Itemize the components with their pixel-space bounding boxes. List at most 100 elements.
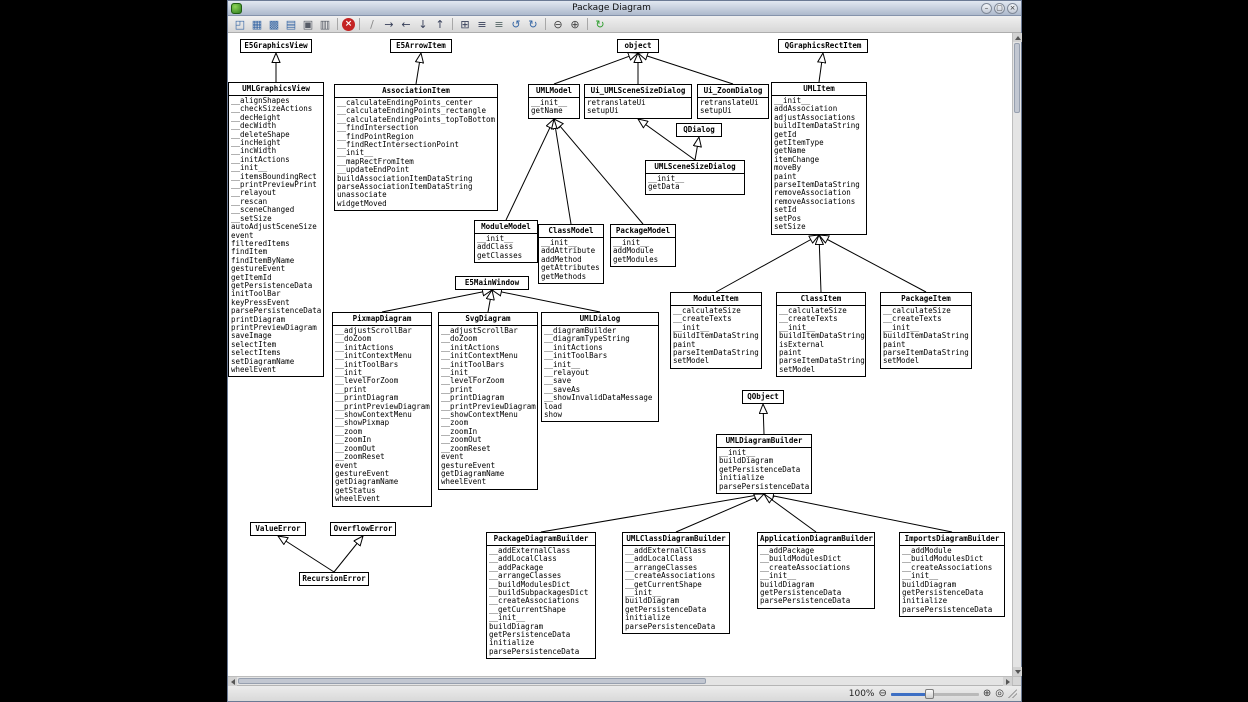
class-box-AssociationItem[interactable]: AssociationItem__calculateEndingPoints_c… <box>334 84 498 212</box>
class-box-RecursionError[interactable]: RecursionError <box>299 572 369 586</box>
class-box-PackageItem[interactable]: PackageItem__calculateSize__createTexts_… <box>880 292 972 369</box>
class-method: buildAssociationItemDataString <box>337 173 473 183</box>
class-name: object <box>624 41 652 50</box>
class-box-SvgDiagram[interactable]: SvgDiagram__adjustScrollBar__doZoom__ini… <box>438 312 538 490</box>
save-image-icon[interactable]: ▤ <box>285 17 297 31</box>
class-methods: __calculateSize__createTexts__init__buil… <box>777 305 865 376</box>
class-method: __zoomOut <box>441 435 482 445</box>
class-box-ApplicationDiagramBuilder[interactable]: ApplicationDiagramBuilder__addPackage__b… <box>757 532 875 609</box>
class-method: __calculateSize <box>673 306 741 315</box>
class-box-E5ArrowItem[interactable]: E5ArrowItem <box>390 39 452 53</box>
close-button[interactable]: × <box>1007 2 1018 14</box>
open-icon[interactable]: ◰ <box>234 17 246 31</box>
class-box-PixmapDiagram[interactable]: PixmapDiagram__adjustScrollBar__doZoom__… <box>332 312 432 507</box>
decrease-height-icon[interactable]: ↑ <box>435 17 445 31</box>
print-icon[interactable]: ▣ <box>302 17 314 31</box>
resize-grip-icon[interactable] <box>1008 689 1017 698</box>
class-method: adjustAssociations <box>774 112 856 122</box>
increase-width-icon[interactable]: → <box>384 17 394 31</box>
vertical-scrollbar-thumb[interactable] <box>1014 43 1020 113</box>
set-size-icon[interactable]: ⊞ <box>460 17 470 31</box>
scroll-down-icon[interactable] <box>1013 667 1022 676</box>
class-method: __adjustScrollBar <box>441 326 518 335</box>
increase-height-icon[interactable]: ↓ <box>418 17 428 31</box>
align-center-icon[interactable]: ≡ <box>494 17 504 31</box>
class-methods: __adjustScrollBar__doZoom__initActions__… <box>439 325 537 489</box>
horizontal-scrollbar[interactable] <box>228 676 1012 686</box>
class-box-OverflowError[interactable]: OverflowError <box>330 522 396 536</box>
print-preview-icon[interactable]: ▥ <box>319 17 331 31</box>
horizontal-scrollbar-thumb[interactable] <box>238 678 706 684</box>
zoom-out-icon[interactable]: ⊖ <box>553 17 563 31</box>
maximize-button[interactable]: ▢ <box>994 2 1005 14</box>
class-box-QDialog[interactable]: QDialog <box>676 123 722 137</box>
class-method: __sceneChanged <box>231 205 295 215</box>
redo-icon[interactable]: ↻ <box>528 17 538 31</box>
class-name: PackageDiagramBuilder <box>493 534 589 543</box>
undo-icon[interactable]: ↺ <box>511 17 521 31</box>
scroll-up-icon[interactable] <box>1013 33 1022 42</box>
align-left-icon[interactable]: ≡ <box>477 17 487 31</box>
class-box-UMLClassDiagramBuilder[interactable]: UMLClassDiagramBuilder__addExternalClass… <box>622 532 730 635</box>
diagram-canvas[interactable]: E5GraphicsView E5ArrowItem object QGraphics… <box>228 33 1012 676</box>
class-method: __init__ <box>613 238 650 247</box>
class-method: wheelEvent <box>231 365 277 374</box>
scroll-left-icon[interactable] <box>228 677 237 686</box>
inheritance-edge <box>381 290 492 313</box>
inheritance-edge <box>505 119 554 221</box>
class-method: __initContextMenu <box>335 351 412 361</box>
save-as-icon[interactable]: ▩ <box>268 17 280 31</box>
close-icon[interactable]: × <box>342 17 355 31</box>
scroll-right-icon[interactable] <box>1003 677 1012 686</box>
class-method: show <box>544 410 563 420</box>
statusbar-zoom-in-icon[interactable]: ⊕ <box>982 687 992 699</box>
class-box-UMLDialog[interactable]: UMLDialog__diagramBuilder__diagramTypeSt… <box>541 312 659 423</box>
minimize-button[interactable]: – <box>981 2 992 14</box>
class-box-object[interactable]: object <box>617 39 659 53</box>
zoom-slider-handle[interactable] <box>924 688 934 699</box>
class-method: __zoomReset <box>441 443 491 453</box>
class-box-E5GraphicsView[interactable]: E5GraphicsView <box>240 39 312 53</box>
pin-icon[interactable]: / <box>370 17 374 31</box>
class-box-UMLSceneSizeDialog[interactable]: UMLSceneSizeDialog__init__getData <box>645 160 745 195</box>
zoom-slider[interactable] <box>890 688 979 699</box>
decrease-width-icon[interactable]: ← <box>401 17 411 31</box>
titlebar[interactable]: Package Diagram –▢× <box>228 1 1021 16</box>
statusbar-zoom-out-icon[interactable]: ⊖ <box>878 687 887 699</box>
class-method: getPersistenceData <box>719 464 801 474</box>
save-icon[interactable]: ▦ <box>251 17 263 31</box>
inheritance-edge <box>416 53 421 85</box>
class-box-ClassItem[interactable]: ClassItem__calculateSize__createTexts__i… <box>776 292 866 378</box>
class-method: __calculateSize <box>779 306 847 315</box>
statusbar-zoom-reset-icon[interactable]: ◎ <box>995 687 1004 699</box>
vertical-scrollbar[interactable] <box>1012 33 1022 676</box>
inheritance-edge <box>553 53 638 85</box>
class-box-PackageDiagramBuilder[interactable]: PackageDiagramBuilder__addExternalClass_… <box>486 532 596 660</box>
class-method: __init__ <box>489 613 526 623</box>
class-methods: __init__getData <box>646 173 744 194</box>
refresh-icon[interactable]: ↻ <box>595 17 605 31</box>
class-box-ValueError[interactable]: ValueError <box>250 522 306 536</box>
class-box-UMLModel[interactable]: UMLModel__init__getName <box>528 84 580 119</box>
class-method: setModel <box>883 356 920 366</box>
class-box-QGraphicsRectItem[interactable]: QGraphicsRectItem <box>778 39 868 53</box>
class-method: __printDiagram <box>335 393 399 403</box>
class-box-E5MainWindow[interactable]: E5MainWindow <box>455 276 529 290</box>
class-method: parsePersistenceData <box>902 604 993 614</box>
class-box-QObject[interactable]: QObject <box>742 390 784 404</box>
zoom-in-icon[interactable]: ⊕ <box>570 17 580 31</box>
class-box-ModuleItem[interactable]: ModuleItem__calculateSize__createTexts__… <box>670 292 762 369</box>
class-method: addAttribute <box>541 246 596 256</box>
scrollbar-corner <box>1012 676 1021 685</box>
class-box-UMLGraphicsView[interactable]: UMLGraphicsView__alignShapes__checkSizeA… <box>228 82 324 378</box>
class-box-ImportsDiagramBuilder[interactable]: ImportsDiagramBuilder__addModule__buildM… <box>899 532 1005 618</box>
